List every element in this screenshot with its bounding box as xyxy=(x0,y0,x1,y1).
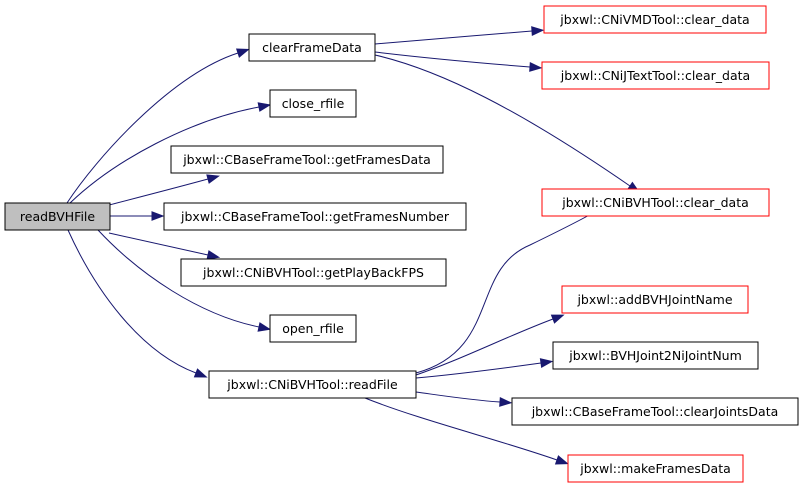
edge-line xyxy=(415,362,542,379)
node-label: clearFrameData xyxy=(262,40,362,55)
node-getplaybackfps[interactable]: jbxwl::CNiBVHTool::getPlayBackFPS xyxy=(180,258,447,287)
node-label: readBVHFile xyxy=(20,209,96,224)
node-label: jbxwl::BVHJoint2NiJointNum xyxy=(568,348,742,363)
node-label: open_rfile xyxy=(282,321,344,336)
node-open-rfile[interactable]: open_rfile xyxy=(269,314,357,343)
node-bvhjoint2nijointnum[interactable]: jbxwl::BVHJoint2NiJointNum xyxy=(552,341,759,370)
edge-line xyxy=(364,397,558,461)
node-readfile[interactable]: jbxwl::CNiBVHTool::readFile xyxy=(208,370,417,399)
node-label: jbxwl::CNiBVHTool::getPlayBackFPS xyxy=(202,265,424,280)
edge-readbvhfile-to-open-rfile xyxy=(97,229,272,332)
node-label: jbxwl::CNiVMDTool::clear_data xyxy=(559,12,749,27)
edge-line xyxy=(415,391,501,403)
node-box xyxy=(543,5,767,34)
edge-arrowhead xyxy=(499,397,513,407)
edge-line xyxy=(108,232,209,256)
edge-clearframedata-to-vmd-clear-data xyxy=(374,26,545,45)
node-label: jbxwl::CNiBVHTool::readFile xyxy=(226,377,398,392)
edge-line xyxy=(67,229,197,374)
edge-arrowhead xyxy=(193,368,208,378)
node-label: jbxwl::addBVHJointName xyxy=(576,292,732,307)
node-makeframesdata[interactable]: jbxwl::makeFramesData xyxy=(567,454,744,483)
edge-readbvhfile-to-close-rfile xyxy=(69,102,272,204)
node-label: jbxwl::CNiBVHTool::clear_data xyxy=(561,195,749,210)
node-clearjointsdata[interactable]: jbxwl::CBaseFrameTool::clearJointsData xyxy=(511,397,799,426)
node-getframesnumber[interactable]: jbxwl::CBaseFrameTool::getFramesNumber xyxy=(163,202,467,231)
node-box xyxy=(269,89,357,118)
node-box xyxy=(163,202,467,231)
edge-clearframedata-to-jtext-clear-data xyxy=(374,51,543,72)
edge-readfile-to-bvhjoint2nijointnum xyxy=(415,358,554,379)
edge-readbvhfile-to-clearframedata xyxy=(66,48,250,204)
edge-arrowhead xyxy=(550,314,565,324)
node-jtext-clear-data[interactable]: jbxwl::CNiJTextTool::clear_data xyxy=(541,61,770,90)
edge-arrowhead xyxy=(257,102,272,112)
edge-line xyxy=(97,229,260,328)
node-clearframedata[interactable]: clearFrameData xyxy=(248,33,376,62)
node-box xyxy=(552,341,759,370)
edge-line xyxy=(374,51,531,68)
edge-readbvhfile-to-getplaybackfps xyxy=(108,232,221,260)
node-box xyxy=(4,202,111,231)
edge-line xyxy=(66,52,239,204)
edge-readfile-to-makeframesdata xyxy=(364,397,569,465)
node-addbvhjointname[interactable]: jbxwl::addBVHJointName xyxy=(561,285,749,314)
node-box xyxy=(180,258,447,287)
edge-line xyxy=(415,208,601,374)
nodes-layer: readBVHFileclearFrameDataclose_rfilejbxw… xyxy=(4,5,799,483)
node-label: jbxwl::CBaseFrameTool::clearJointsData xyxy=(531,404,779,419)
node-box xyxy=(248,33,376,62)
edge-arrowhead xyxy=(554,455,569,465)
node-box xyxy=(541,61,770,90)
edge-readfile-to-clearjointsdata xyxy=(415,391,513,407)
edge-readbvhfile-to-getframesdata xyxy=(108,174,220,206)
edge-arrowhead xyxy=(206,250,221,260)
edge-line xyxy=(69,106,260,204)
edge-line xyxy=(415,318,554,376)
node-box xyxy=(269,314,357,343)
edges-layer xyxy=(66,26,641,465)
node-box xyxy=(561,285,749,314)
edge-arrowhead xyxy=(151,211,165,221)
edge-line xyxy=(108,178,209,206)
edge-arrowhead xyxy=(529,62,543,72)
edge-readfile-to-addbvhjointname xyxy=(415,314,565,376)
node-label: jbxwl::CNiJTextTool::clear_data xyxy=(560,68,750,83)
node-label: close_rfile xyxy=(282,96,345,111)
node-label: jbxwl::makeFramesData xyxy=(579,461,731,476)
node-close-rfile[interactable]: close_rfile xyxy=(269,89,357,118)
node-box xyxy=(567,454,744,483)
edge-arrowhead xyxy=(539,358,554,368)
edge-line xyxy=(374,30,533,45)
edge-readbvhfile-to-getframesnumber xyxy=(110,211,165,221)
node-readbvhfile: readBVHFile xyxy=(4,202,111,231)
node-vmd-clear-data[interactable]: jbxwl::CNiVMDTool::clear_data xyxy=(543,5,767,34)
node-label: jbxwl::CBaseFrameTool::getFramesData xyxy=(182,152,431,167)
edge-readbvhfile-to-readfile xyxy=(67,229,208,378)
node-box xyxy=(170,145,444,174)
node-getframesdata[interactable]: jbxwl::CBaseFrameTool::getFramesData xyxy=(170,145,444,174)
node-box xyxy=(511,397,799,426)
node-box xyxy=(541,188,770,217)
edge-arrowhead xyxy=(257,322,272,332)
node-box xyxy=(208,370,417,399)
node-label: jbxwl::CBaseFrameTool::getFramesNumber xyxy=(180,209,450,224)
edge-arrowhead xyxy=(206,174,220,184)
edge-line xyxy=(374,54,631,187)
edge-arrowhead xyxy=(236,48,250,58)
node-bvh-clear-data[interactable]: jbxwl::CNiBVHTool::clear_data xyxy=(541,188,770,217)
edge-arrowhead xyxy=(531,26,545,36)
